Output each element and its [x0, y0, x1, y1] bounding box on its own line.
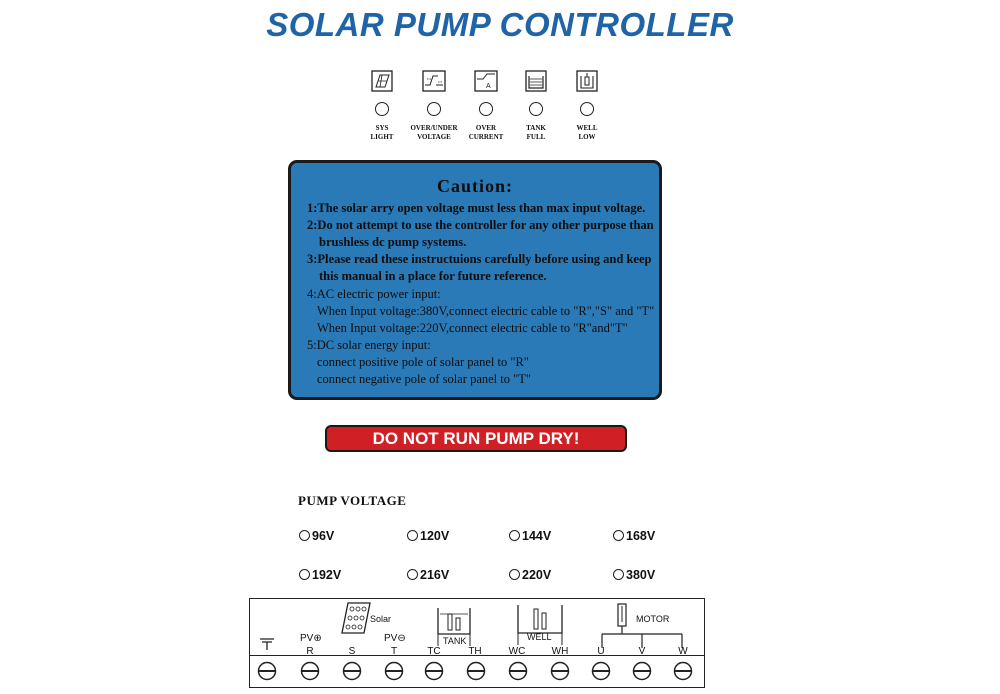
option-label: 144V: [522, 529, 552, 543]
indicator-label: TANK FULL: [526, 124, 546, 141]
tank-icon: [525, 70, 547, 92]
radio-circle[interactable]: [407, 530, 418, 541]
terminal-label-t: T: [390, 646, 398, 657]
terminal-screw-w[interactable]: [673, 661, 693, 681]
caution-heading: Caution:: [436, 176, 513, 196]
caution-line: 4:AC electric power input:: [307, 287, 441, 301]
radio-circle[interactable]: [299, 569, 310, 580]
caution-line: connect positive pole of solar panel to …: [317, 355, 529, 369]
terminal-screw-r[interactable]: [300, 661, 320, 681]
current-wave-icon: A: [474, 70, 498, 92]
caution-line: brushless dc pump systems.: [319, 235, 467, 249]
radio-circle[interactable]: [509, 530, 520, 541]
voltage-option-144v[interactable]: 144V: [509, 529, 551, 543]
terminal-block: [249, 598, 705, 688]
page-title: SOLAR PUMP CONTROLLER: [266, 6, 734, 43]
indicator-label: OVER CURRENT: [468, 124, 504, 141]
radio-circle[interactable]: [613, 569, 624, 580]
terminal-label-tc: TC: [427, 646, 441, 657]
option-label: 380V: [626, 568, 656, 582]
indicator-label: OVER/UNDER VOLTAGE: [410, 124, 458, 141]
indicator-sys-light: SYS LIGHT: [352, 70, 412, 142]
tank-icon: [437, 608, 471, 646]
indicator-over-current: A OVER CURRENT: [456, 70, 516, 142]
indicator-label: SYS LIGHT: [370, 124, 394, 141]
voltage-option-216v[interactable]: 216V: [407, 568, 449, 582]
option-label: 192V: [312, 568, 342, 582]
pump-voltage-label: PUMP VOLTAGE: [298, 493, 407, 508]
solar-panel-icon: [371, 70, 393, 92]
terminal-label-wh: WH: [551, 646, 569, 657]
terminal-label-u: U: [597, 646, 605, 657]
radio-circle[interactable]: [299, 530, 310, 541]
terminal-label-th: TH: [468, 646, 482, 657]
terminal-label-w: W: [678, 646, 688, 657]
terminal-label-wc: WC: [508, 646, 526, 657]
terminal-screw-ground[interactable]: [257, 661, 277, 681]
option-label: 220V: [522, 568, 552, 582]
current-led: [479, 102, 493, 116]
well-icon: [517, 605, 563, 645]
indicator-over-under-voltage: OVER/UNDER VOLTAGE: [404, 70, 464, 142]
solar-label: Solar: [370, 614, 392, 624]
voltage-option-380v[interactable]: 380V: [613, 568, 655, 582]
voltage-option-96v[interactable]: 96V: [299, 529, 334, 543]
caution-line: 5:DC solar energy input:: [307, 338, 431, 352]
caution-line: connect negative pole of solar panel to …: [317, 372, 531, 386]
terminal-screw-u[interactable]: [591, 661, 611, 681]
svg-text:A: A: [486, 83, 491, 90]
option-label: 120V: [420, 529, 450, 543]
caution-line: 3:Please read these instructuions carefu…: [307, 252, 652, 266]
terminal-label-v: V: [638, 646, 646, 657]
voltage-wave-icon: [422, 70, 446, 92]
motor-label: MOTOR: [636, 614, 670, 624]
terminal-screw-wh[interactable]: [550, 661, 570, 681]
radio-circle[interactable]: [509, 569, 520, 580]
option-label: 216V: [420, 568, 450, 582]
voltage-led: [427, 102, 441, 116]
pv-negative-label: PV⊖: [384, 633, 406, 644]
tank-led: [529, 102, 543, 116]
voltage-option-192v[interactable]: 192V: [299, 568, 341, 582]
caution-line: 2:Do not attempt to use the controller f…: [307, 218, 654, 232]
ground-icon: [260, 638, 274, 650]
option-label: 168V: [626, 529, 656, 543]
pv-positive-label: PV⊕: [300, 633, 322, 644]
solar-panel-icon: [341, 602, 371, 634]
caution-line: 1:The solar arry open voltage must less …: [307, 201, 646, 215]
indicator-well-low: WELL LOW: [557, 70, 617, 142]
caution-line: When Input voltage:380V,connect electric…: [317, 304, 655, 318]
terminal-label-s: S: [348, 646, 356, 657]
terminal-screw-th[interactable]: [466, 661, 486, 681]
tank-label: TANK: [443, 636, 467, 646]
indicator-tank-full: TANK FULL: [506, 70, 566, 142]
caution-line: this manual in a place for future refere…: [319, 269, 547, 283]
radio-circle[interactable]: [407, 569, 418, 580]
terminal-screw-t[interactable]: [384, 661, 404, 681]
caution-line: When Input voltage:220V,connect electric…: [317, 321, 628, 335]
well-led: [580, 102, 594, 116]
voltage-option-220v[interactable]: 220V: [509, 568, 551, 582]
indicator-label: WELL LOW: [576, 124, 598, 141]
terminal-screw-wc[interactable]: [508, 661, 528, 681]
voltage-option-168v[interactable]: 168V: [613, 529, 655, 543]
terminal-strip: [250, 655, 704, 688]
dry-run-warning: DO NOT RUN PUMP DRY!: [325, 425, 627, 452]
voltage-option-120v[interactable]: 120V: [407, 529, 449, 543]
terminal-screw-s[interactable]: [342, 661, 362, 681]
option-label: 96V: [312, 529, 335, 543]
well-label: WELL: [527, 632, 552, 642]
motor-icon: [601, 603, 683, 648]
caution-panel: Caution: 1:The solar arry open voltage m…: [288, 160, 662, 400]
sys-light-led: [375, 102, 389, 116]
terminal-label-r: R: [306, 646, 314, 657]
well-icon: [576, 70, 598, 92]
radio-circle[interactable]: [613, 530, 624, 541]
terminal-screw-tc[interactable]: [424, 661, 444, 681]
terminal-screw-v[interactable]: [632, 661, 652, 681]
